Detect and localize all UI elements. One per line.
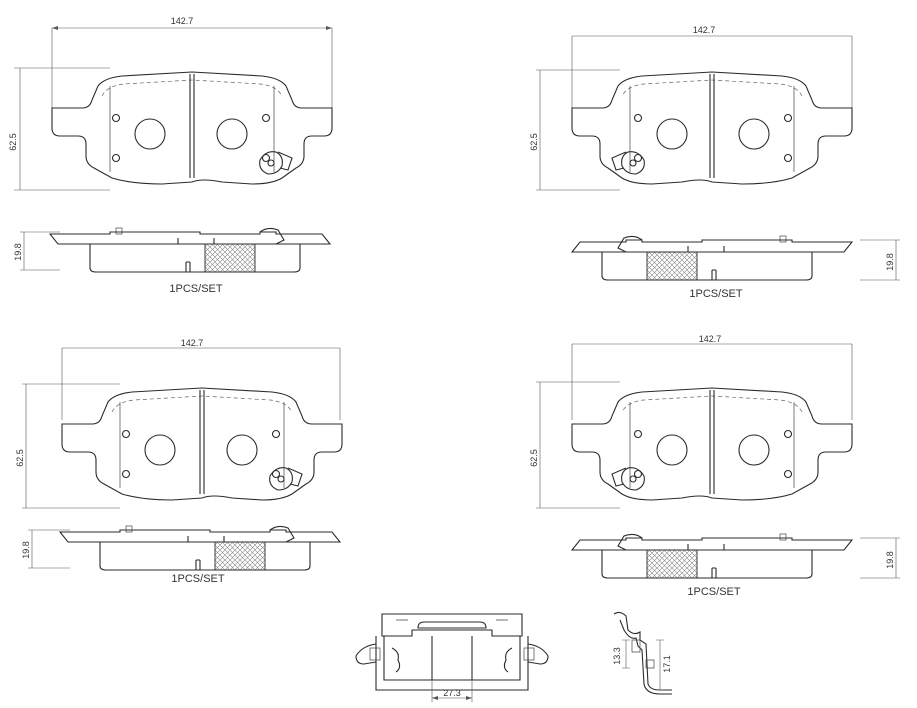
width-dimension-label: 142.7 <box>181 338 204 348</box>
pad-side-view-bottom-right: 19.8 <box>571 533 900 579</box>
pad-front-view-top-left: 142.7 62.5 <box>8 16 333 191</box>
width-dimension-label: 142.7 <box>699 334 722 344</box>
retaining-clip-front-view <box>355 613 549 702</box>
clip-height-dimension-label: 13.3 <box>612 647 622 665</box>
pad-side-view-bottom-left: 19.8 <box>21 525 341 571</box>
height-dimension-label: 62.5 <box>529 133 539 151</box>
height-dimension-label: 62.5 <box>15 449 25 467</box>
quantity-label: 1PCS/SET <box>689 288 742 300</box>
clip-height-dimension-label: 17.1 <box>662 655 672 673</box>
height-dimension-label: 62.5 <box>8 133 18 151</box>
pad-side-view-top-right: 19.8 <box>571 235 900 281</box>
thickness-dimension-label: 19.8 <box>13 243 23 261</box>
thickness-dimension-label: 19.8 <box>21 541 31 559</box>
width-dimension-label: 142.7 <box>693 25 716 35</box>
height-dimension-line <box>14 67 110 191</box>
retaining-clip-side-view <box>613 611 672 695</box>
pad-front-view-bottom-right: 142.7 62.5 <box>529 334 853 509</box>
thickness-dimension-label: 19.8 <box>885 253 895 271</box>
quantity-label: 1PCS/SET <box>171 573 224 585</box>
pad-front-view-top-right: 142.7 62.5 <box>529 25 853 191</box>
pad-front-view-bottom-left: 142.7 62.5 <box>15 338 343 509</box>
pad-side-view-top-left: 19.8 <box>13 227 331 273</box>
width-dimension-label: 142.7 <box>171 16 194 26</box>
height-dimension-label: 62.5 <box>529 449 539 467</box>
clip-width-dimension-label: 27.3 <box>443 688 461 698</box>
thickness-dimension-label: 19.8 <box>885 551 895 569</box>
width-dimension-line <box>51 26 333 110</box>
quantity-label: 1PCS/SET <box>687 586 740 598</box>
quantity-label: 1PCS/SET <box>169 283 222 295</box>
